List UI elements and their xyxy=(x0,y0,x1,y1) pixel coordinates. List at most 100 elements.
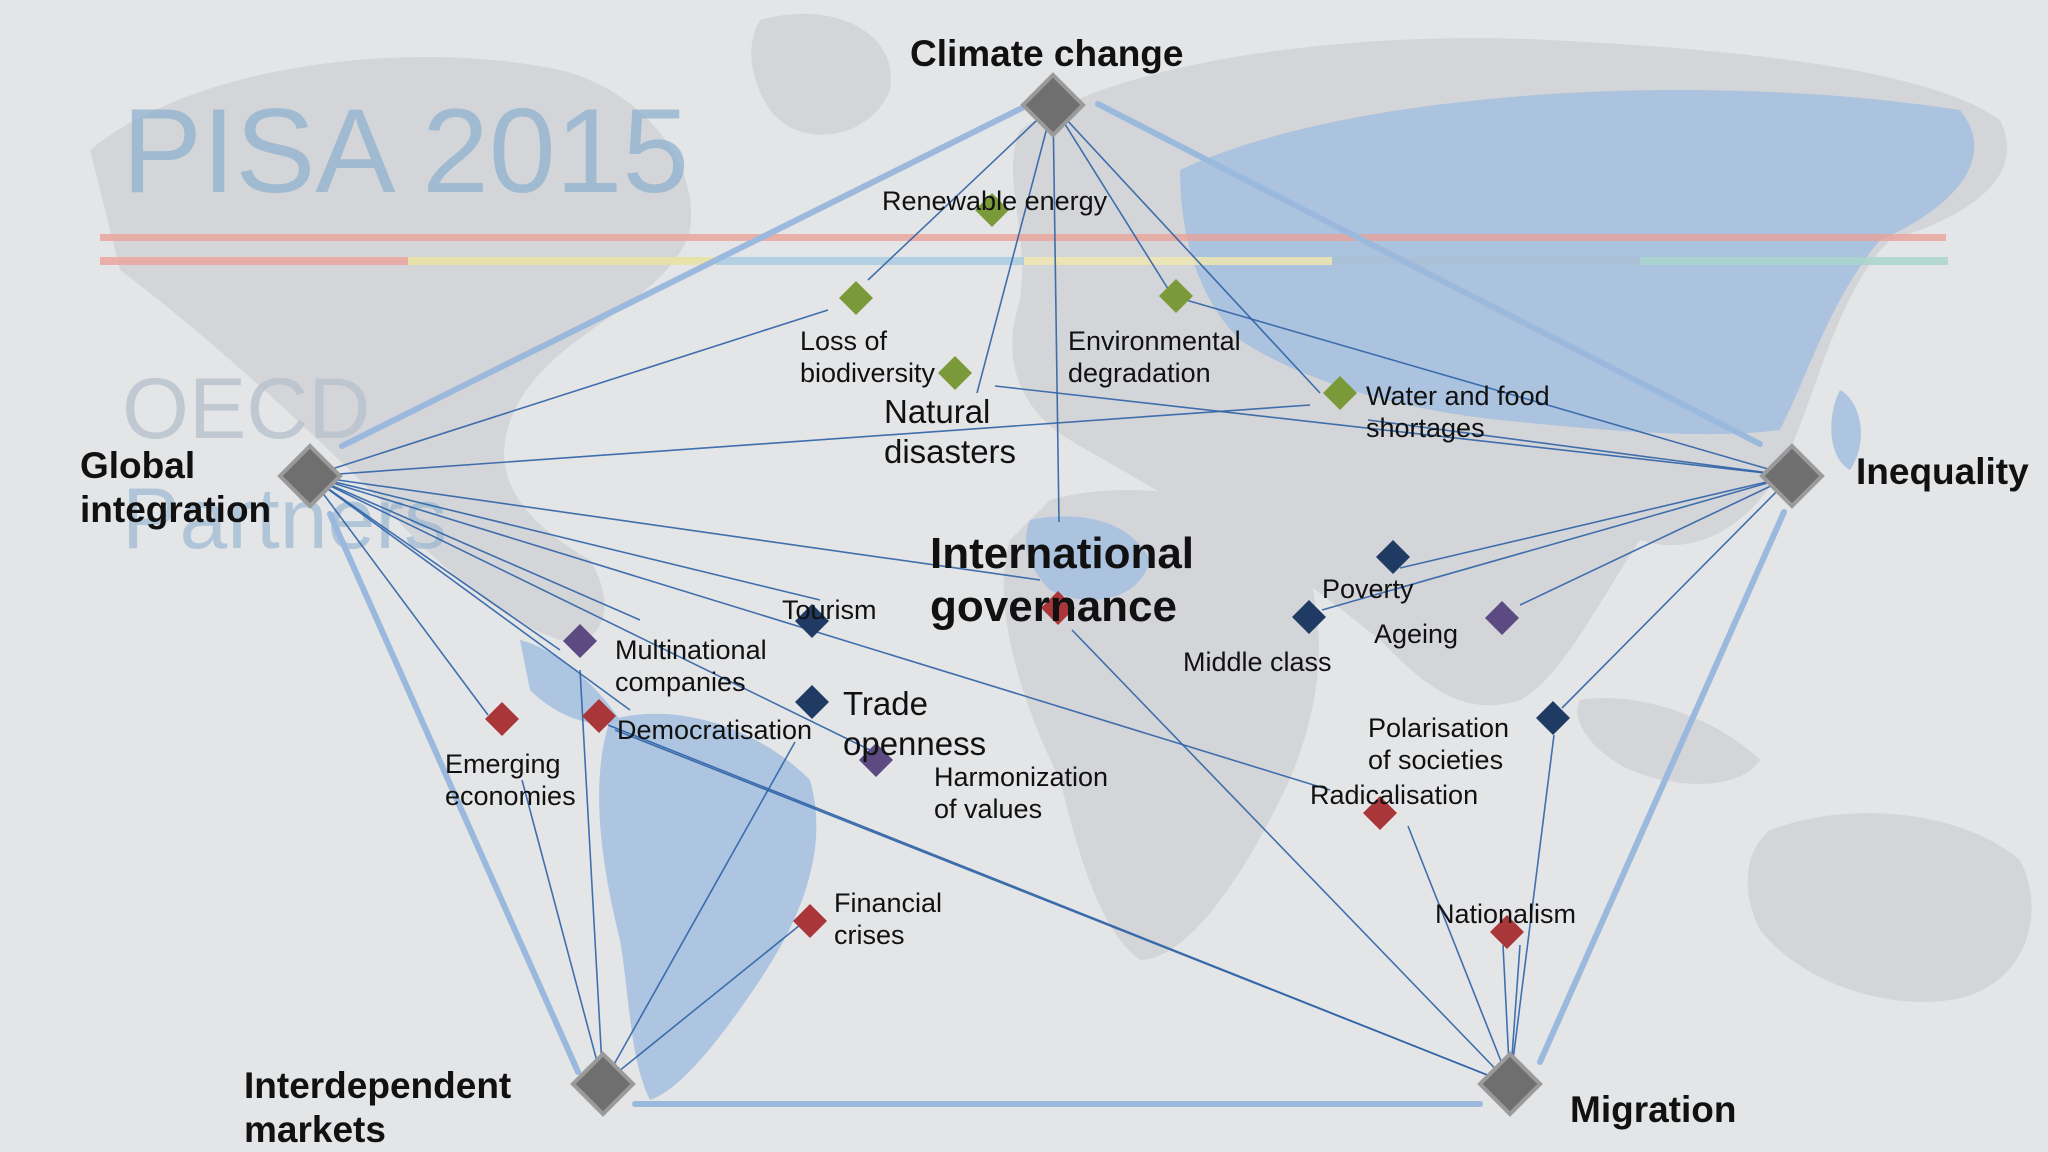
connector-line-21 xyxy=(1561,475,1793,709)
map-highlight-north-africa xyxy=(1026,516,1150,600)
node-label-loss-of-biodiversity: Loss of biodiversity xyxy=(800,326,936,389)
connector-line-12 xyxy=(309,475,489,716)
map-africa xyxy=(1003,490,1319,960)
watermark-oecd: OECD xyxy=(122,361,371,457)
node-label-middle-class: Middle class xyxy=(1183,647,1332,677)
diamond-marker-water xyxy=(1323,376,1357,410)
hub-diamond-interdependent xyxy=(570,1051,636,1117)
node-label-democratisation: Democratisation xyxy=(617,715,813,745)
map-highlight-japan xyxy=(1831,390,1861,470)
node-label-financial-crises: Financial crises xyxy=(834,888,943,951)
node-label-water-and-food-shortages: Water and food shortages xyxy=(1366,381,1550,444)
connector-line-2 xyxy=(976,104,1054,394)
node-label-poverty: Poverty xyxy=(1322,574,1414,604)
diamond-marker-harmonization xyxy=(859,743,893,777)
connector-line-25 xyxy=(602,741,796,1085)
node-label-natural-disasters: Natural disasters xyxy=(884,393,1017,470)
pentagon-edge-climate-inequality xyxy=(1095,101,1763,447)
connector-line-15 xyxy=(309,475,871,751)
connector-line-10 xyxy=(309,475,641,621)
connector-line-4 xyxy=(1052,104,1176,301)
connector-line-7 xyxy=(309,404,1311,477)
stripe-segment-2 xyxy=(408,257,716,265)
diamond-marker-middle-class xyxy=(1292,600,1326,634)
node-label-tourism: Tourism xyxy=(782,595,877,625)
connector-line-9 xyxy=(309,475,821,601)
pentagon-edge-climate-global xyxy=(339,105,1025,449)
hub-label-inequality: Inequality xyxy=(1856,451,2029,492)
connector-line-5 xyxy=(1052,104,1321,394)
hub-label-migration: Migration xyxy=(1570,1089,1737,1130)
hub-diamond-global xyxy=(277,443,343,509)
node-label-multinational-companies: Multinational companies xyxy=(615,635,767,698)
stripe-segment-4 xyxy=(1024,257,1332,265)
map-highlight-south-america xyxy=(599,713,817,1100)
stripe-segment-1 xyxy=(100,257,408,265)
connector-line-3 xyxy=(1052,104,1060,523)
node-label-environmental-degradation: Environmental degradation xyxy=(1068,326,1241,389)
stripe-segment-3 xyxy=(716,257,1024,265)
connector-line-24 xyxy=(579,669,604,1085)
map-north-america xyxy=(90,56,692,642)
hub-diamond-climate xyxy=(1020,72,1086,138)
connector-line-6 xyxy=(309,309,829,477)
map-se-asia xyxy=(1577,698,1760,784)
diamond-marker-biodiversity xyxy=(839,281,873,315)
diamond-marker-democratisation xyxy=(582,699,616,733)
connector-line-11 xyxy=(309,475,631,711)
connector-line-23 xyxy=(521,779,604,1085)
diamond-marker-polarisation xyxy=(1536,701,1570,735)
connector-line-13 xyxy=(309,475,1331,791)
node-label-radicalisation: Radicalisation xyxy=(1310,780,1479,810)
diamond-marker-poverty xyxy=(1376,540,1410,574)
diamond-marker-trade xyxy=(795,685,829,719)
connector-line-20 xyxy=(1519,475,1793,606)
connector-line-17 xyxy=(1185,299,1793,477)
connector-line-8 xyxy=(309,475,1041,581)
connector-line-30 xyxy=(1407,825,1511,1085)
map-highlight-mexico xyxy=(520,640,620,724)
connector-line-22 xyxy=(1367,419,1793,477)
node-label-emerging-economies: Emerging economies xyxy=(445,749,576,812)
connector-line-19 xyxy=(1321,475,1793,611)
node-label-harmonization-of-values: Harmonization of values xyxy=(934,762,1109,825)
connector-line-32 xyxy=(1509,734,1555,1085)
node-label-international-governance: International governance xyxy=(930,529,1195,631)
watermark-title: PISA 2015 xyxy=(122,84,690,218)
stripe-segment-5 xyxy=(1332,257,1640,265)
diamond-marker-radicalisation xyxy=(1363,796,1397,830)
node-label-nationalism: Nationalism xyxy=(1435,899,1577,929)
connector-line-29 xyxy=(607,724,1511,1085)
connector-line-26 xyxy=(602,924,801,1085)
diamond-marker-ageing xyxy=(1485,601,1519,635)
node-label-polarisation-of-societies: Polarisation of societies xyxy=(1368,713,1510,776)
pentagon-edge-global-interdependent xyxy=(327,511,581,1075)
connector-line-1 xyxy=(867,104,1054,281)
diamond-marker-tourism xyxy=(795,604,829,638)
node-label-renewable-energy: Renewable energy xyxy=(882,186,1108,216)
hub-label-interdependent-markets: Interdependent markets xyxy=(244,1065,512,1151)
connector-line-16 xyxy=(994,385,1793,477)
node-label-trade-openness: Trade openness xyxy=(843,685,987,762)
pentagon-edge-inequality-migration xyxy=(1537,509,1787,1065)
diamond-marker-environmental xyxy=(1159,279,1193,313)
node-label-ageing: Ageing xyxy=(1374,619,1459,649)
hub-label-global-integration: Global integration xyxy=(80,445,272,531)
connector-line-14 xyxy=(309,475,561,651)
diamond-marker-multinational xyxy=(563,624,597,658)
diamond-marker-emerging xyxy=(485,702,519,736)
connector-line-18 xyxy=(1399,475,1793,569)
hub-label-climate-change: Climate change xyxy=(910,33,1184,74)
diamond-marker-renewable xyxy=(975,193,1009,227)
diamond-marker-international xyxy=(1041,591,1075,625)
map-australia xyxy=(1747,813,2032,1002)
hub-diamond-inequality xyxy=(1759,443,1825,509)
stripe-pink-top xyxy=(100,234,1946,241)
map-greenland xyxy=(751,13,891,135)
stripe-segment-6 xyxy=(1640,257,1948,265)
connector-line-27 xyxy=(1071,629,1511,1085)
diamond-marker-financial xyxy=(793,904,827,938)
